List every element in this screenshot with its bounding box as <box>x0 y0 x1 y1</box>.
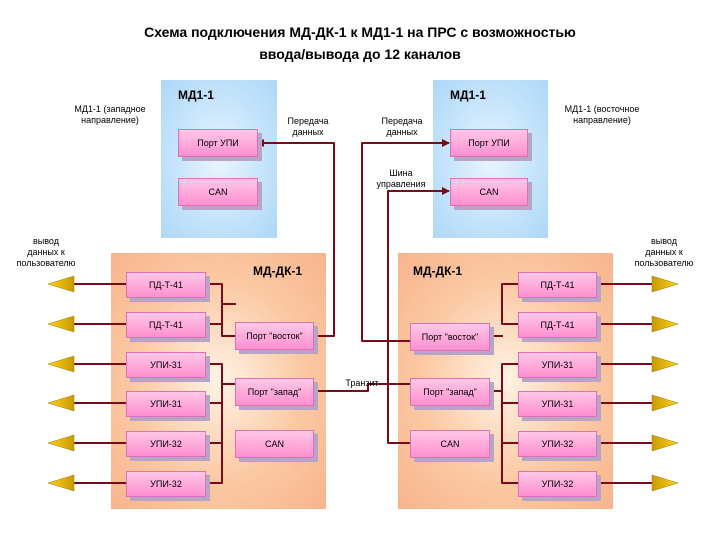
md1-west-caption-line1: МД1-1 (западное <box>74 104 146 114</box>
md1-east-caption-line1: МД1-1 (восточное <box>564 104 640 114</box>
md1-west-panel <box>161 80 277 238</box>
data-tx-right-label: Передача данных <box>372 116 432 138</box>
right-port-1: ПД-Т-41 <box>518 272 597 298</box>
output-arrow-left-6 <box>47 474 75 492</box>
diagram-title-line1: Схема подключения МД-ДК-1 к МД1-1 на ПРС… <box>144 24 576 40</box>
output-arrow-right-4 <box>651 394 679 412</box>
output-right-label: вывод данных к пользователю <box>626 236 702 269</box>
output-right-line3: пользователю <box>634 258 694 268</box>
data-tx-left-line2: данных <box>292 127 324 137</box>
output-left-line1: вывод <box>33 236 59 246</box>
right-port-4: УПИ-31 <box>518 391 597 417</box>
md1-east-title: МД1-1 <box>450 88 486 102</box>
left-east-bus <box>205 283 223 325</box>
diagram-title-line2: ввода/вывода до 12 каналов <box>259 46 461 62</box>
data-tx-right-line1: Передача <box>381 116 423 126</box>
output-arrow-left-5 <box>47 434 75 452</box>
output-arrow-left-2 <box>47 315 75 333</box>
mddk-right-title: МД-ДК-1 <box>413 264 463 278</box>
md1-east-can: CAN <box>450 178 528 206</box>
mddk-left-title: МД-ДК-1 <box>253 264 303 278</box>
right-port-2: ПД-Т-41 <box>518 312 597 338</box>
output-arrow-right-2 <box>651 315 679 333</box>
md1-east-port-upi: Порт УПИ <box>450 129 528 157</box>
md1-west-caption: МД1-1 (западное направление) <box>56 104 164 126</box>
right-port-east: Порт "восток" <box>410 323 490 351</box>
left-west-bus <box>205 363 223 484</box>
output-right-line1: вывод <box>651 236 677 246</box>
right-port-west: Порт "запад" <box>410 378 490 406</box>
output-right-line2: данных к <box>645 247 683 257</box>
left-port-west: Порт "запад" <box>235 378 314 406</box>
output-arrow-left-4 <box>47 394 75 412</box>
left-port-east: Порт "восток" <box>235 322 314 350</box>
left-port-5: УПИ-32 <box>126 431 206 457</box>
md1-east-caption: МД1-1 (восточное направление) <box>546 104 658 126</box>
output-arrow-right-3 <box>651 355 679 373</box>
data-tx-right-line2: данных <box>386 127 418 137</box>
output-arrow-right-5 <box>651 434 679 452</box>
data-tx-left-line1: Передача <box>287 116 329 126</box>
right-port-5: УПИ-32 <box>518 431 597 457</box>
right-port-3: УПИ-31 <box>518 352 597 378</box>
md1-east-panel <box>433 80 548 238</box>
control-bus-line1: Шина <box>389 168 413 178</box>
left-port-6: УПИ-32 <box>126 471 206 497</box>
left-port-1: ПД-Т-41 <box>126 272 206 298</box>
output-arrow-right-1 <box>651 275 679 293</box>
output-arrow-left-3 <box>47 355 75 373</box>
transit-label: Транзит <box>345 378 379 388</box>
md1-east-caption-line2: направление) <box>573 115 631 125</box>
md1-west-title: МД1-1 <box>178 88 214 102</box>
control-bus-line2: управления <box>376 179 426 189</box>
right-can: CAN <box>410 430 490 458</box>
output-arrow-right-6 <box>651 474 679 492</box>
md1-west-port-upi: Порт УПИ <box>178 129 258 157</box>
left-port-2: ПД-Т-41 <box>126 312 206 338</box>
md1-west-caption-line2: направление) <box>81 115 139 125</box>
output-arrow-left-1 <box>47 275 75 293</box>
control-bus-label: Шина управления <box>366 168 436 190</box>
data-tx-left-label: Передача данных <box>278 116 338 138</box>
left-port-3: УПИ-31 <box>126 352 206 378</box>
output-left-line2: данных к <box>27 247 65 257</box>
output-left-line3: пользователю <box>16 258 76 268</box>
md1-west-can: CAN <box>178 178 258 206</box>
right-port-6: УПИ-32 <box>518 471 597 497</box>
left-port-4: УПИ-31 <box>126 391 206 417</box>
output-left-label: вывод данных к пользователю <box>8 236 84 269</box>
left-can: CAN <box>235 430 314 458</box>
